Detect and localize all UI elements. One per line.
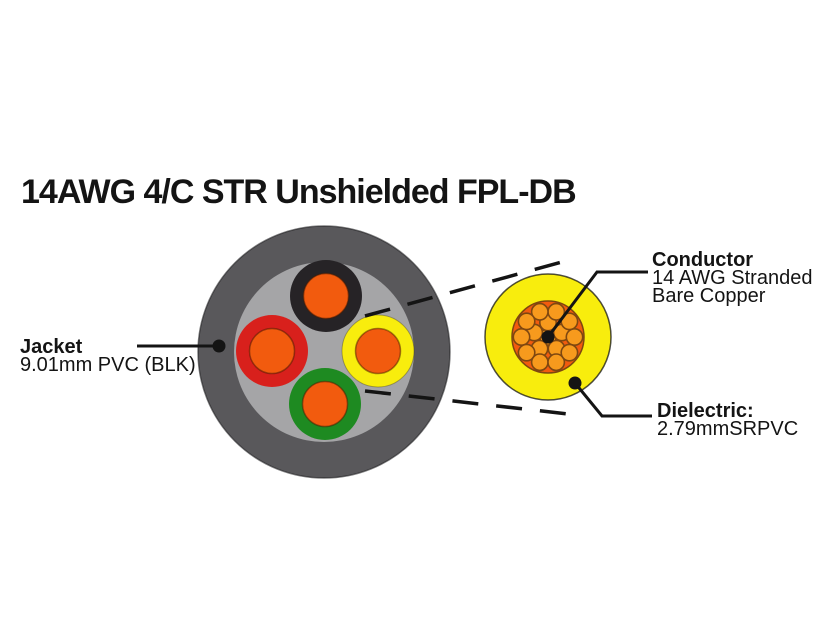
copper-strand [530, 353, 549, 372]
copper-strand [517, 343, 536, 362]
copper-strand [560, 343, 579, 362]
dielectric-callout-leader [568, 376, 652, 418]
dielectric-leader-line [573, 382, 652, 418]
conductor-anchor-dot [541, 330, 555, 344]
copper-strand [512, 327, 531, 346]
dielectric-callout-heading: Dielectric: [657, 400, 754, 422]
dielectric-callout: Dielectric: 2.79mmSRPVC [657, 400, 799, 440]
conductor-black-core [302, 272, 350, 320]
copper-strand [547, 353, 566, 372]
conductor-callout-heading: Conductor [652, 249, 754, 271]
cable-cross-section [197, 225, 451, 479]
zoom-cone-upper-dashed-line [364, 260, 563, 318]
diagram-title: 14AWG 4/C STR Unshielded FPL-DB [21, 173, 577, 211]
conductor-green-core [301, 380, 349, 428]
conductor-red-core [248, 327, 296, 375]
conductor-callout-spec-line1: 14 AWG Stranded [652, 267, 813, 289]
conductor-yellow-core [354, 327, 402, 375]
copper-strand [517, 312, 536, 331]
conductor-callout: Conductor 14 AWG Stranded Bare Copper [652, 249, 813, 307]
filler-circle [234, 262, 414, 442]
copper-strand [565, 327, 584, 346]
jacket-callout: Jacket 9.01mm PVC (BLK) [20, 336, 196, 376]
conductor-callout-spec-line2: Bare Copper [652, 285, 766, 307]
dielectric-anchor-dot [568, 376, 582, 390]
dielectric-callout-spec: 2.79mmSRPVC [657, 418, 799, 440]
zoom-cone-lower-dashed-line [364, 389, 578, 417]
conductor-leader-line [546, 270, 648, 338]
jacket-callout-spec: 9.01mm PVC (BLK) [20, 354, 196, 376]
copper-strand [530, 302, 549, 321]
jacket-callout-heading: Jacket [20, 336, 83, 358]
jacket-callout-leader [137, 339, 226, 353]
jacket-anchor-dot [212, 339, 226, 353]
conductor-callout-leader [541, 270, 648, 344]
